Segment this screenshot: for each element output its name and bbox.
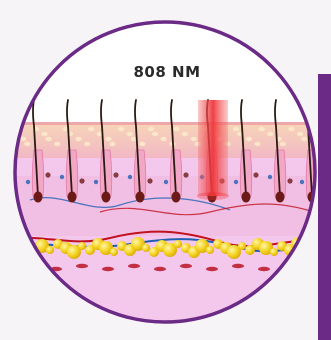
epidermis-cell — [254, 142, 260, 146]
epidermis-cell — [288, 127, 294, 131]
epidermis-cell — [54, 142, 60, 146]
fat-vessel-dot — [154, 267, 166, 271]
fat-vessel-dot — [258, 267, 270, 271]
fat-cell-icon — [21, 243, 31, 253]
epidermis-cell — [127, 132, 133, 136]
epidermis-cell — [41, 132, 47, 136]
epidermis-cell — [109, 142, 115, 146]
epidermis-cell — [88, 127, 94, 131]
epidermis-cell — [297, 132, 303, 136]
epidermis-cell — [267, 132, 273, 136]
fat-vessel-dot — [76, 264, 88, 268]
epidermis-cell — [75, 137, 81, 141]
epidermis-cell — [3, 127, 9, 131]
fat-vessel-dot — [284, 264, 296, 268]
fat-cell-icon — [142, 244, 150, 252]
epidermis-cell — [161, 137, 167, 141]
epidermis-cell — [84, 142, 90, 146]
epidermis-cell — [246, 137, 252, 141]
epidermis-cell — [105, 137, 111, 141]
fat-cell-icon — [309, 247, 319, 257]
fat-cell-icon — [110, 248, 118, 256]
fat-vessel-dot — [102, 267, 114, 271]
epidermis-cell — [182, 132, 188, 136]
fat-vessel-dot — [232, 264, 244, 268]
fat-vessel-dot — [206, 267, 218, 271]
epidermis-cell — [173, 127, 179, 131]
fat-cell-icon — [78, 242, 86, 250]
fat-cell-icon — [270, 248, 278, 256]
fat-cell-icon — [14, 240, 22, 248]
laser-beam-icon — [197, 100, 229, 200]
epidermis-cell — [190, 137, 196, 141]
epidermis-cell — [45, 137, 51, 141]
skin-surface-line — [0, 122, 331, 125]
epidermis-cell — [11, 132, 17, 136]
epidermis-cell — [139, 142, 145, 146]
epidermis-cell — [118, 127, 124, 131]
epidermis-cell — [258, 127, 264, 131]
fat-cell-icon — [174, 240, 182, 248]
epidermis-cell — [24, 142, 30, 146]
side-panel — [318, 74, 331, 340]
fat-cell-icon — [206, 246, 214, 254]
fat-vessel-dot — [24, 264, 36, 268]
fat-cell-icon — [238, 242, 246, 250]
fat-cell-icon — [46, 246, 54, 254]
epidermis-cell — [280, 142, 286, 146]
fat-vessel-dot — [180, 264, 192, 268]
epidermis-cell — [148, 127, 154, 131]
epidermis-cell — [233, 127, 239, 131]
epidermis-cell — [20, 137, 26, 141]
fat-vessel-dot — [128, 264, 140, 268]
fat-cell-icon — [302, 244, 310, 252]
epidermis-cell — [152, 132, 158, 136]
epidermis-cell — [301, 137, 307, 141]
wavelength-label: 808 NM — [112, 63, 222, 81]
